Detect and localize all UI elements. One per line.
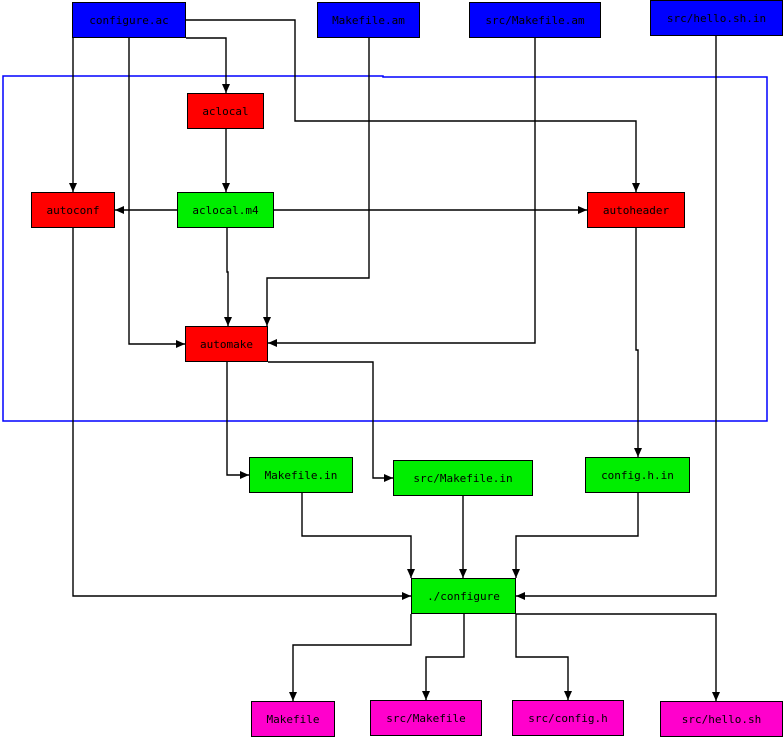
src-config-h-node: src/config.h — [512, 700, 624, 736]
src-hello-sh-node: src/hello.sh — [660, 701, 783, 737]
node-label: aclocal — [202, 104, 249, 118]
node-label: automake — [200, 337, 253, 351]
edge-automake-to-src-makefile-in — [268, 361, 393, 482]
src-makefile-node: src/Makefile — [370, 700, 482, 736]
node-label: configure.ac — [89, 13, 169, 27]
configure-node: ./configure — [411, 578, 516, 614]
node-label: config.h.in — [601, 468, 674, 482]
makefile-in-node: Makefile.in — [249, 457, 353, 493]
edge-automake-to-makefile-in — [226, 362, 249, 479]
edge-configure-to-makefile — [289, 614, 412, 701]
node-label: autoheader — [602, 203, 670, 217]
node-label: Makefile — [266, 712, 320, 726]
node-label: src/hello.sh — [681, 712, 762, 726]
edge-makefile-am-to-automake — [263, 38, 370, 326]
config-h-in-node: config.h.in — [585, 457, 690, 493]
node-label: src/config.h — [528, 711, 608, 725]
edge-src-hello-sh-in-to-configure — [516, 36, 717, 600]
src-makefile-in-node: src/Makefile.in — [393, 460, 533, 496]
node-label: src/Makefile.in — [413, 471, 513, 485]
node-label: ./configure — [427, 589, 500, 603]
autoheader-node: autoheader — [587, 192, 685, 228]
aclocal-node: aclocal — [187, 93, 264, 129]
src-makefile-am-node: src/Makefile.am — [469, 2, 601, 38]
node-label: autoconf — [46, 203, 100, 217]
edge-src-makefile-am-to-automake — [268, 38, 536, 347]
edge-aclocal-m4-to-automake — [224, 228, 232, 326]
edge-config-h-in-to-configure — [512, 493, 639, 578]
automake-node: automake — [185, 326, 268, 362]
autoconf-node: autoconf — [31, 192, 115, 228]
edge-configure-to-src-config-h — [515, 614, 572, 700]
src-hello-sh-in-node: src/hello.sh.in — [650, 0, 783, 36]
edge-configure-to-src-hello-sh — [516, 613, 720, 701]
edge-configure-ac-to-autoheader — [186, 19, 640, 192]
edge-autoconf-to-configure — [72, 228, 411, 600]
node-label: Makefile.am — [332, 13, 405, 27]
node-label: src/Makefile.am — [485, 13, 585, 27]
node-label: aclocal.m4 — [192, 203, 259, 217]
node-label: src/hello.sh.in — [666, 11, 767, 25]
edge-autoheader-to-config-h-in — [634, 228, 642, 457]
aclocal-m4-node: aclocal.m4 — [177, 192, 274, 228]
node-label: Makefile.in — [264, 468, 338, 482]
edge-configure-ac-to-aclocal — [186, 37, 230, 93]
edge-makefile-in-to-configure — [301, 493, 415, 578]
makefile-am-node: Makefile.am — [317, 2, 420, 38]
node-label: src/Makefile — [386, 711, 466, 725]
edge-configure-to-src-makefile — [422, 614, 465, 700]
makefile-node: Makefile — [251, 701, 335, 737]
configure-ac-node: configure.ac — [72, 2, 186, 38]
autotools-group-box — [2, 75, 768, 422]
edge-configure-ac-to-automake — [128, 38, 185, 348]
